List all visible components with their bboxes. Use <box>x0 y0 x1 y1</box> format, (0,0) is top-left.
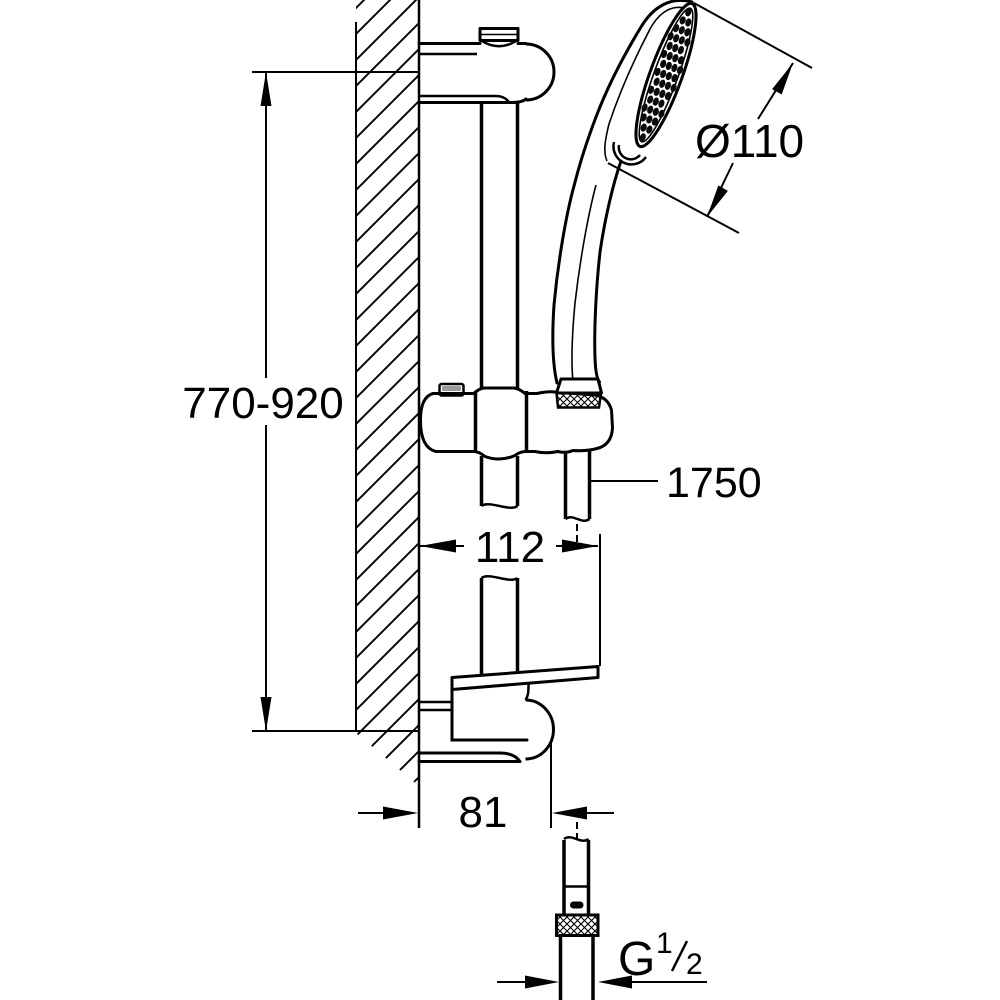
top-bracket-arm-bottom-inner <box>419 94 511 104</box>
thread-letter: G <box>618 933 655 986</box>
shower-inner-shell-line <box>604 6 689 162</box>
bottom-bracket-arm-bottom <box>417 751 522 763</box>
thread-size-label: G12 <box>618 927 703 986</box>
bottom-bracket-arm-top <box>419 700 452 712</box>
rail-lower-segment <box>479 578 520 676</box>
shower-hose-upper <box>563 450 592 522</box>
arrowhead-lower-left <box>707 185 728 217</box>
dimension-holder-projection: 112 <box>420 523 601 666</box>
rail-height-label: 770-920 <box>182 379 343 428</box>
rail-upper-segment <box>479 103 520 390</box>
bottom-bracket-round-end <box>525 698 555 761</box>
shower-rail <box>479 103 520 676</box>
wall-hatch <box>356 0 419 786</box>
rail-break-lower <box>480 575 519 581</box>
fitting-slot <box>570 901 584 909</box>
arrowhead-left-pointing <box>552 806 587 820</box>
slider-clamp-cap <box>438 382 465 397</box>
top-bracket-arm-bottom <box>417 97 528 104</box>
hose-length-label: 1750 <box>666 459 762 507</box>
handle-right-edge <box>593 159 623 384</box>
dimension-thread-size: G12 <box>497 822 707 989</box>
arrowhead-left-pointing <box>598 975 632 989</box>
slider-holder-details <box>438 382 529 453</box>
thread-denominator: 2 <box>686 948 703 981</box>
hose-end-segment <box>562 840 591 915</box>
hose-break-upper <box>564 516 591 522</box>
dimension-rail-height: 770-920 <box>182 71 419 732</box>
ext-line-upper <box>693 2 813 69</box>
bottom-bracket-body <box>450 688 529 742</box>
hand-shower <box>551 0 698 409</box>
handle-highlight-line <box>571 184 597 383</box>
arrowhead-right-pointing <box>383 806 418 820</box>
leader-hose-length: 1750 <box>591 459 762 507</box>
top-bracket-cap-bulge <box>480 39 518 48</box>
holder-projection-label: 112 <box>475 523 545 572</box>
shower-back-and-handle-left-edge <box>551 0 694 385</box>
dimension-head-diameter: Ø110 <box>607 2 813 234</box>
arrowhead-right-pointing <box>525 975 559 989</box>
hose-upper-segment <box>563 450 592 519</box>
bottom-mount-bracket <box>417 665 600 763</box>
ext-line-lower <box>607 162 740 234</box>
spray-face-rim <box>638 7 694 143</box>
arrowhead-up <box>260 72 272 106</box>
arrowhead-left <box>420 539 456 553</box>
arrowhead-right <box>562 539 598 553</box>
pivot-inner-arc <box>617 144 641 161</box>
bracket-projection-label: 81 <box>459 788 508 837</box>
thread-numerator: 1 <box>656 927 673 960</box>
top-mount-bracket <box>417 27 556 104</box>
slider-seam-lines <box>473 391 529 453</box>
soap-dish-shelf <box>450 665 600 691</box>
top-bracket-round-end <box>525 42 556 102</box>
slider-clamp-cap-top <box>442 386 461 391</box>
arrowhead-down <box>260 697 272 731</box>
handle-knurl-ring <box>555 391 603 409</box>
fraction-slash <box>670 940 689 972</box>
knurled-nut <box>555 913 600 937</box>
head-diameter-label: Ø110 <box>695 115 804 167</box>
arrowhead-upper-right <box>772 63 793 95</box>
hose-tail-segment <box>558 935 595 1000</box>
wall <box>355 0 421 828</box>
nozzle-dots <box>639 8 692 142</box>
rail-mid-segment <box>479 456 520 506</box>
pivot-outer-arc <box>612 141 648 166</box>
handle-cone <box>555 377 603 395</box>
hose-fitting <box>555 836 600 1000</box>
rail-break-upper <box>480 503 519 509</box>
dimension-bracket-projection: 81 <box>358 740 614 837</box>
